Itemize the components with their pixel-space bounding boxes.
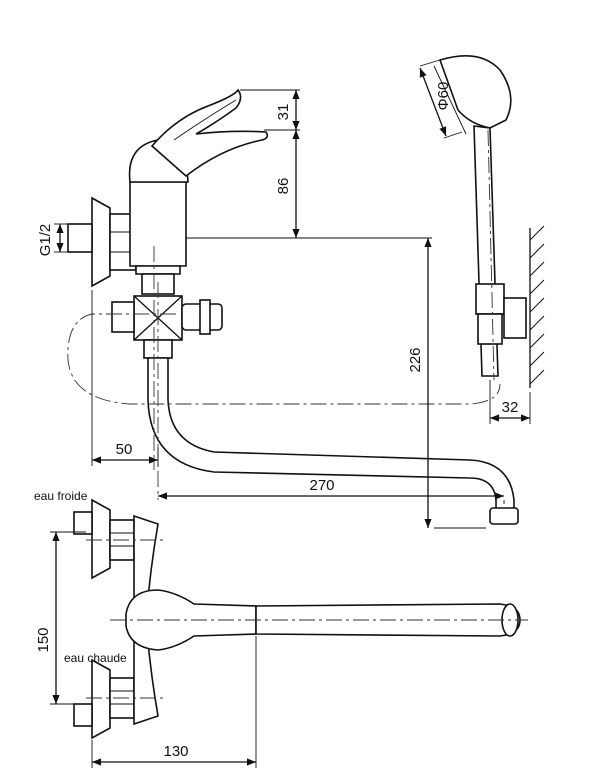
dim-270: 270: [309, 477, 334, 494]
wall-flange-cold: [91, 498, 111, 580]
shower-head: [438, 54, 512, 129]
mixer-body: [129, 181, 187, 267]
wall-flange-top: [91, 196, 111, 288]
dim-thread: G1/2: [37, 224, 54, 257]
top-view: 150 130 eau froide eau chaude: [34, 489, 528, 768]
dim-diameter: Φ60: [435, 82, 452, 111]
wall-flange-hot: [91, 658, 111, 740]
dim-31: 31: [275, 104, 292, 121]
dim-226: 226: [407, 347, 424, 372]
dim-130: 130: [163, 743, 188, 760]
shower-detail: Φ60 32: [419, 54, 545, 424]
lever-handle: [150, 88, 269, 178]
dim-50: 50: [116, 441, 133, 458]
dimension-vertical-left: [186, 89, 432, 239]
aerator-side: [489, 507, 519, 525]
dim-150: 150: [35, 627, 52, 652]
label-cold-water: eau froide: [34, 489, 88, 503]
side-view: 31 86 G1/2 226 50 270: [37, 88, 519, 529]
label-hot-water: eau chaude: [64, 651, 127, 665]
dim-86: 86: [275, 178, 292, 195]
dim-32: 32: [502, 399, 519, 416]
